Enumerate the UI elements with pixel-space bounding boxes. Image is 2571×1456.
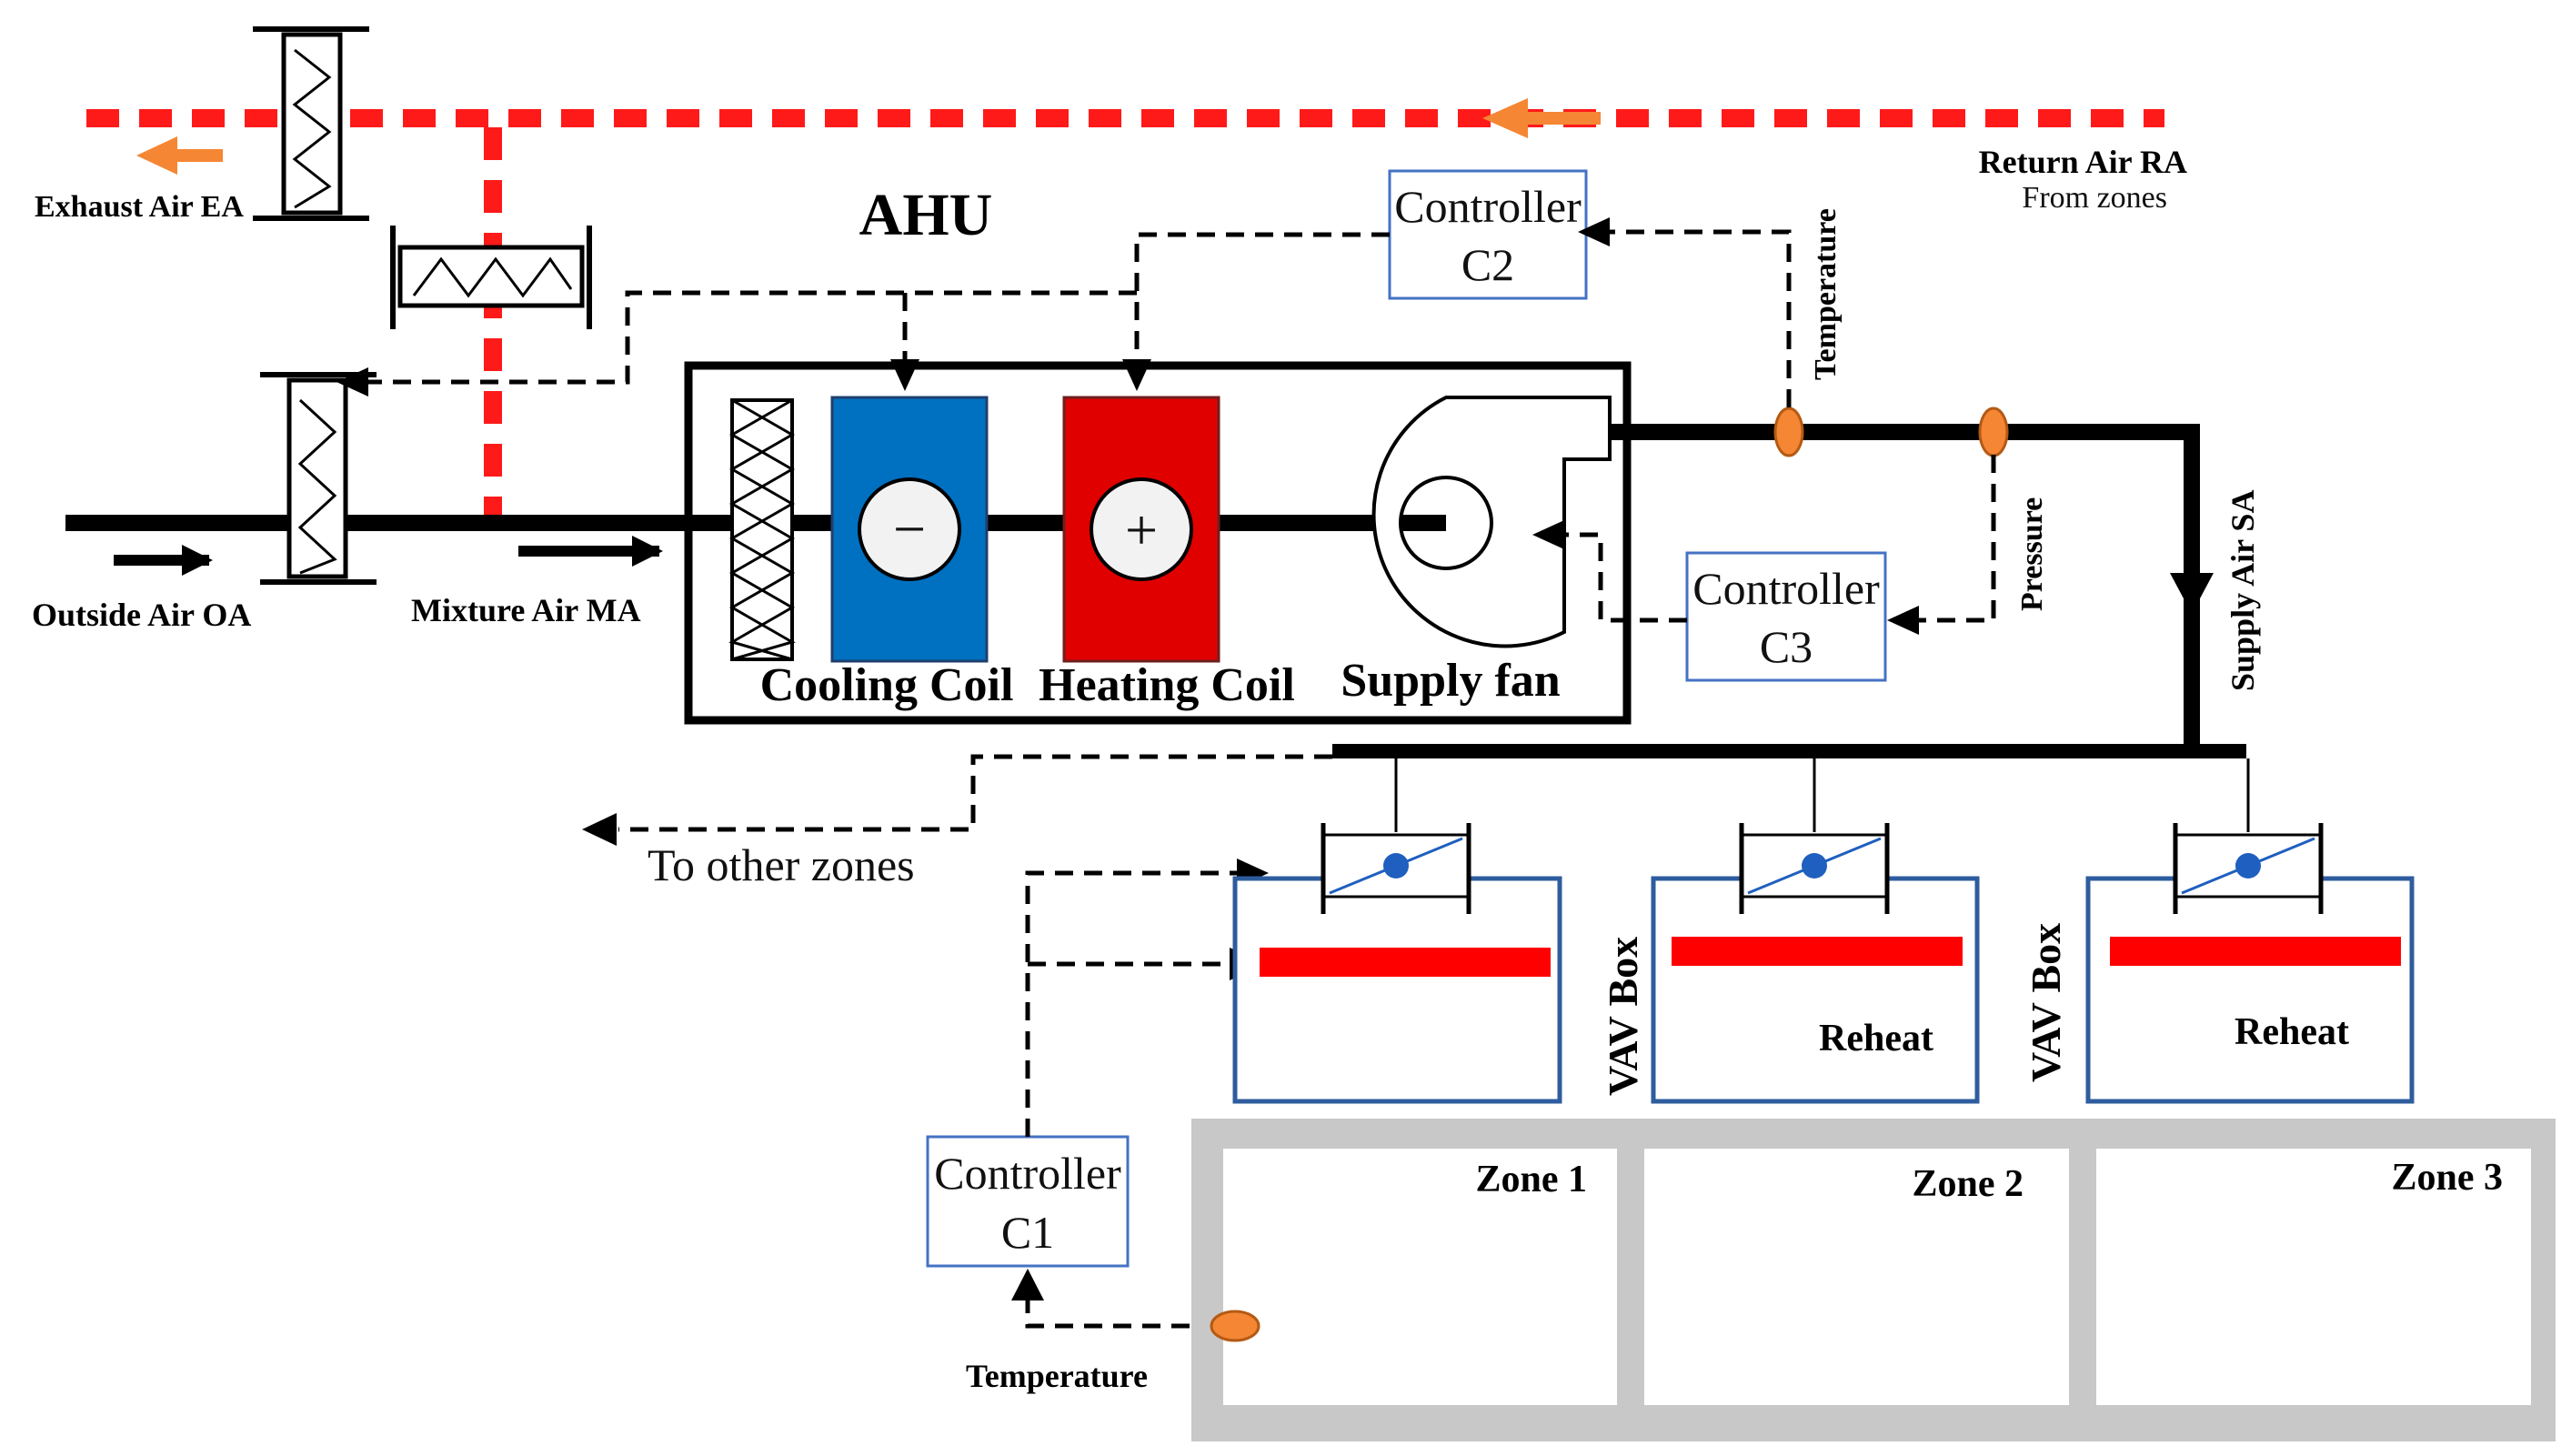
- vav-box-2-label: VAV Box: [1600, 937, 1646, 1096]
- heating-coil[interactable]: +: [1062, 396, 1220, 663]
- reheat-label-3: Reheat: [2235, 1011, 2349, 1053]
- controller-c1-id: C1: [1001, 1207, 1054, 1258]
- controller-c2[interactable]: Controller C2: [1388, 169, 1588, 300]
- zone-1-label: Zone 1: [1475, 1159, 1587, 1200]
- vav-box-2[interactable]: [1651, 823, 1980, 1104]
- supply-air-label: Supply Air SA: [2225, 490, 2261, 691]
- cooling-coil-symbol: −: [893, 497, 926, 561]
- vav-box-3[interactable]: [2085, 823, 2415, 1104]
- cooling-coil[interactable]: −: [830, 396, 989, 663]
- pressure-sensor-supply[interactable]: [1978, 407, 2009, 457]
- vav-branch-ducts: [1394, 758, 2250, 832]
- controller-c1-name: Controller: [934, 1148, 1121, 1199]
- controller-c3[interactable]: Controller C3: [1685, 551, 1887, 682]
- mixture-air-label: Mixture Air MA: [411, 592, 641, 628]
- ahu-filter: [728, 398, 796, 661]
- outside-air-label: Outside Air OA: [32, 597, 251, 633]
- zone-3-label: Zone 3: [2391, 1157, 2503, 1199]
- temperature-sensor-supply[interactable]: [1773, 407, 1804, 457]
- temperature-sensor-label: Temperature: [1809, 208, 1843, 380]
- zone-2-label: Zone 2: [1912, 1163, 2024, 1205]
- return-air-sublabel: From zones: [2022, 181, 2167, 215]
- supply-fan-label: Supply fan: [1341, 655, 1560, 707]
- zone-walls: [1191, 1119, 2556, 1441]
- heating-coil-symbol: +: [1125, 497, 1158, 562]
- return-air-duct: [86, 109, 2164, 518]
- heating-coil-label: Heating Coil: [1039, 659, 1295, 711]
- exhaust-air-label: Exhaust Air EA: [35, 190, 244, 224]
- exhaust-damper[interactable]: [253, 26, 369, 221]
- vav-box-1[interactable]: [1232, 823, 1562, 1104]
- return-air-label: Return Air RA: [1979, 144, 2187, 180]
- controller-c3-name: Controller: [1692, 563, 1880, 614]
- cooling-coil-label: Cooling Coil: [760, 659, 1014, 711]
- vav-box-3-label: VAV Box: [2023, 923, 2069, 1082]
- pressure-sensor-label: Pressure: [2015, 497, 2049, 611]
- to-other-zones-label: To other zones: [648, 839, 915, 890]
- controller-c2-name: Controller: [1394, 181, 1582, 232]
- exhaust-air-arrow: [136, 136, 223, 175]
- zone-temperature-sensor[interactable]: [1210, 1310, 1260, 1342]
- recirculation-damper[interactable]: [390, 226, 592, 329]
- ahu-unit: [684, 361, 1632, 725]
- controller-c2-id: C2: [1461, 239, 1514, 290]
- supply-fan[interactable]: [1371, 396, 1612, 648]
- controller-c1[interactable]: Controller C1: [926, 1135, 1130, 1268]
- outside-air-damper[interactable]: [260, 372, 377, 585]
- zone-temperature-label: Temperature: [966, 1358, 1148, 1394]
- ahu-title: AHU: [859, 182, 993, 248]
- controller-c3-id: C3: [1760, 621, 1813, 672]
- reheat-label-2: Reheat: [1819, 1018, 1933, 1059]
- return-air-arrow: [1482, 98, 1601, 138]
